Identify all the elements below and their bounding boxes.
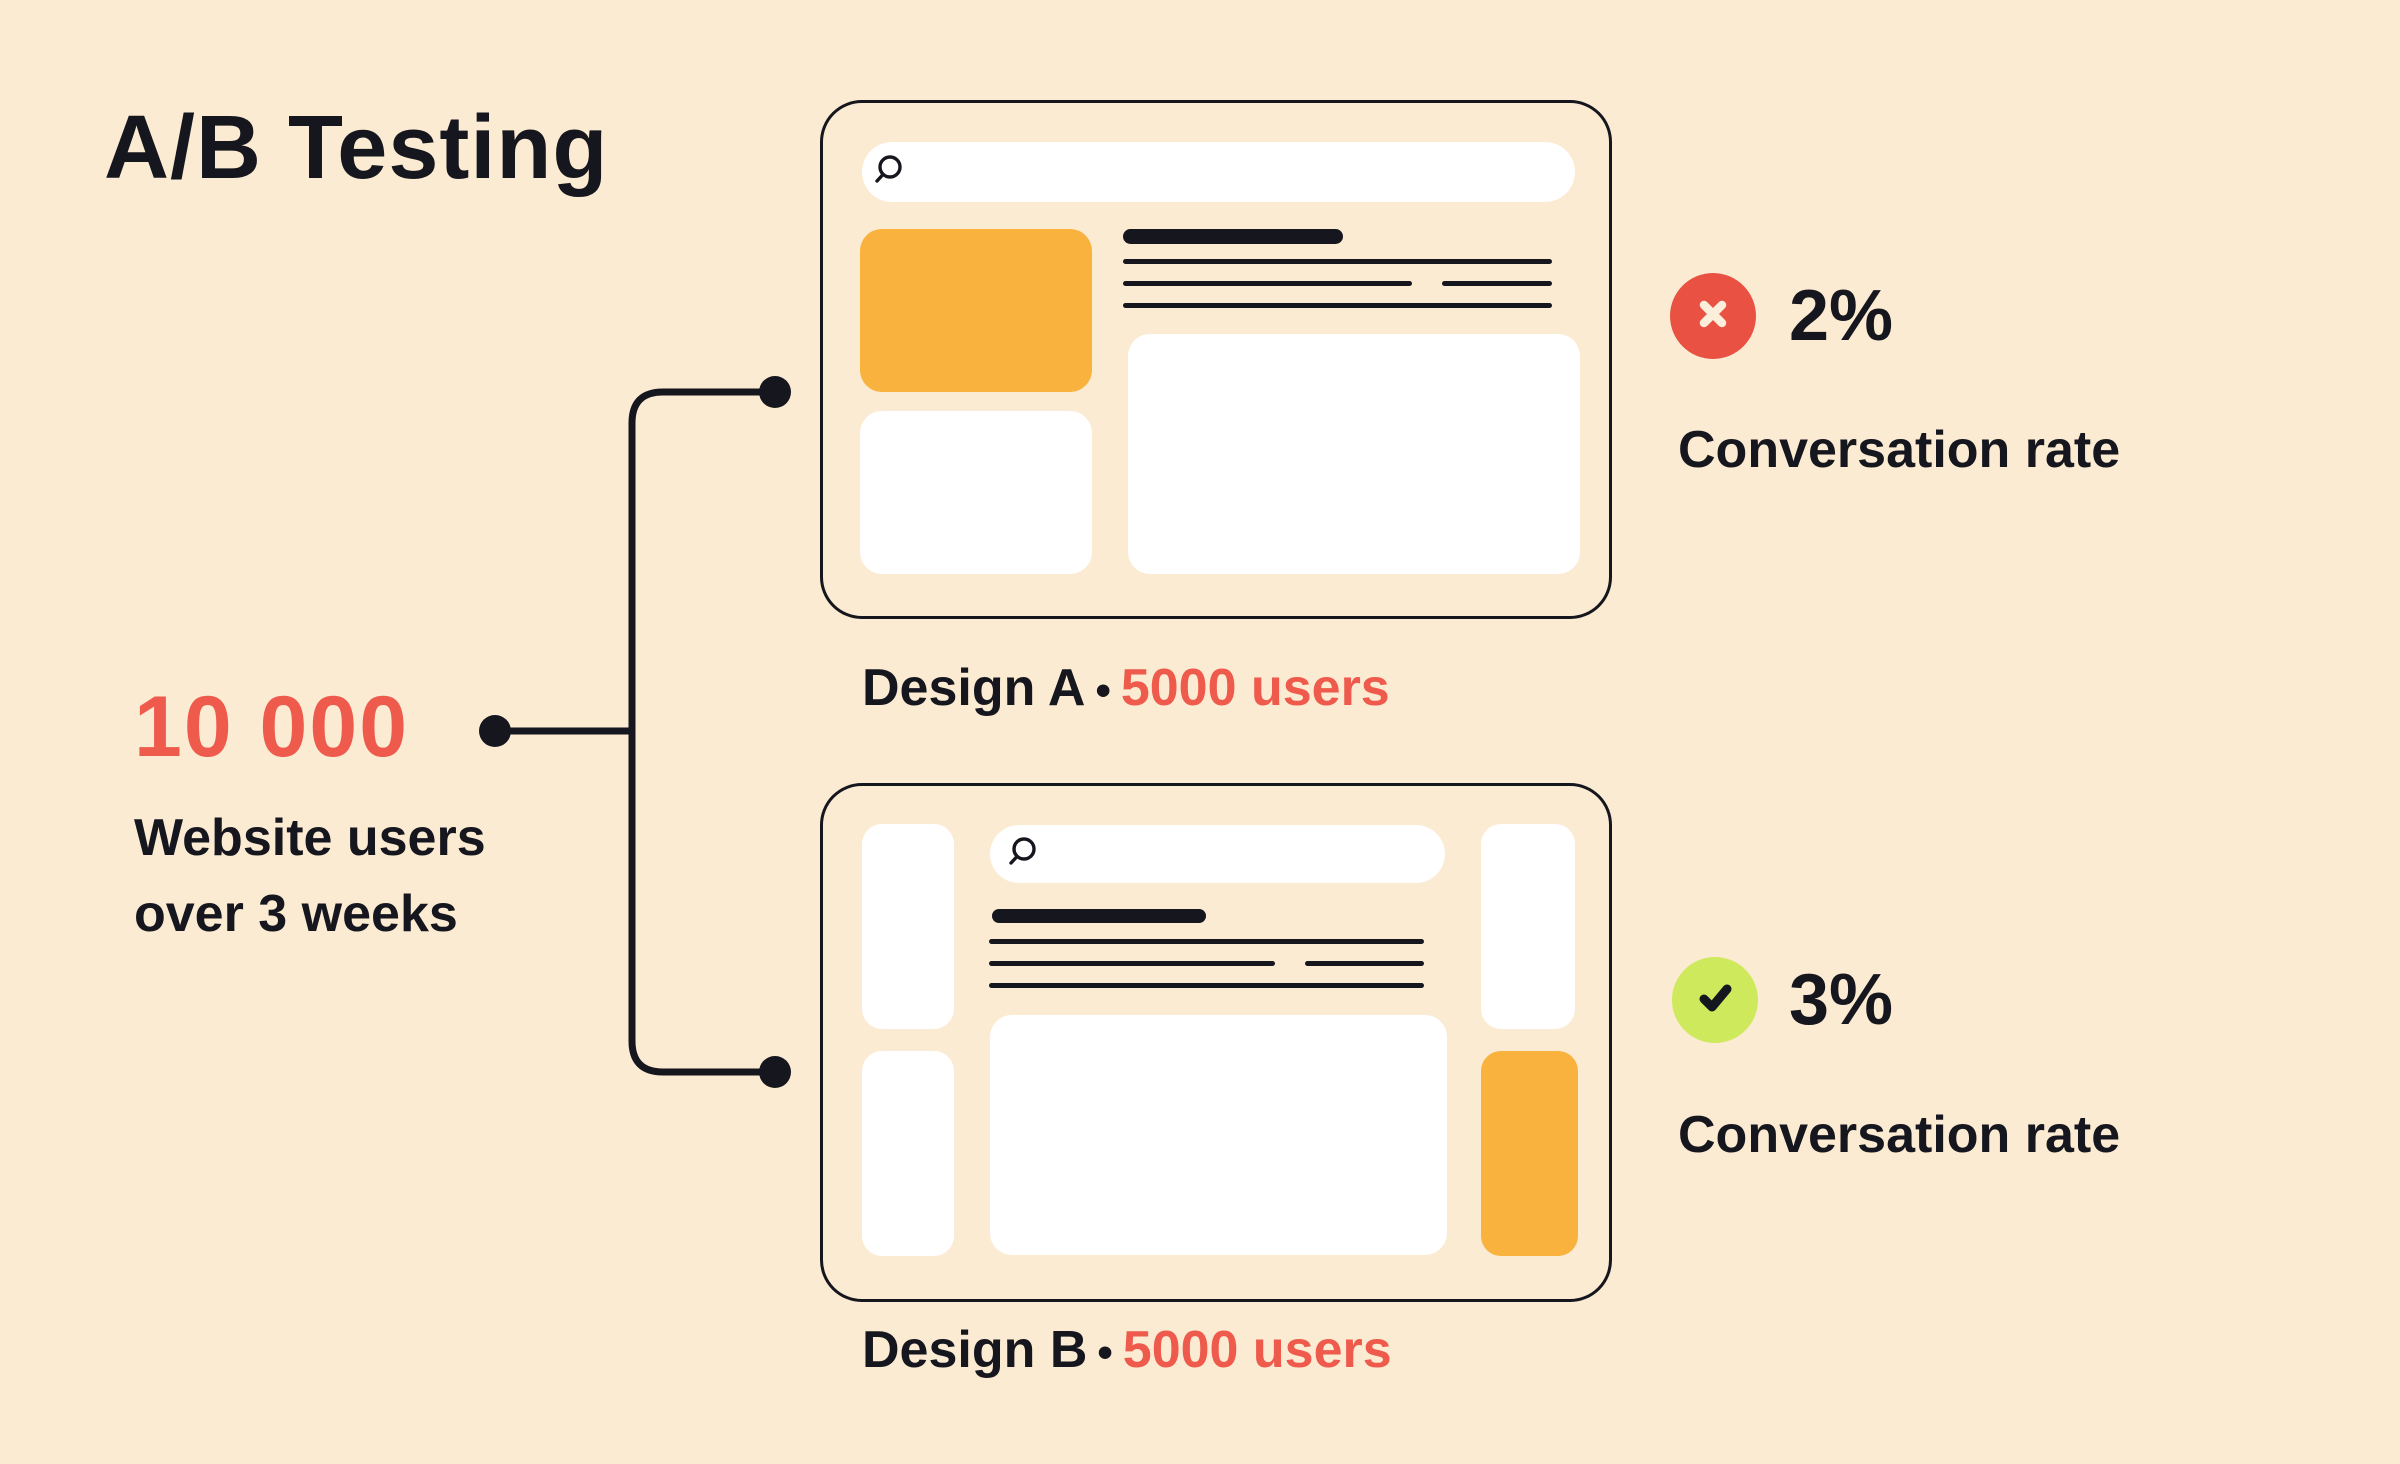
- design-a-conversion-label: Conversation rate: [1678, 421, 2121, 479]
- design-a-caption: Design A•5000 users: [862, 660, 1390, 719]
- search-icon: [1004, 836, 1040, 872]
- mockup-a-heading-bar: [1123, 229, 1343, 244]
- check-icon: [1693, 976, 1737, 1025]
- node-dot: [759, 1056, 791, 1088]
- design-b-mockup: [820, 783, 1612, 1302]
- mockup-b-image-block: [1481, 1051, 1578, 1256]
- x-icon: [1691, 292, 1735, 341]
- design-b-conversion-label: Conversation rate: [1678, 1106, 2121, 1164]
- design-b-conversion-value: 3%: [1789, 960, 1894, 1040]
- mockup-a-content-panel: [1128, 334, 1580, 574]
- mockup-a-text-line: [1442, 281, 1552, 286]
- mockup-b-search-bar: [990, 825, 1445, 883]
- mockup-a-text-line: [1123, 259, 1552, 264]
- pass-badge: [1672, 957, 1758, 1043]
- mockup-a-text-line: [1123, 281, 1412, 286]
- mockup-b-content-panel: [990, 1015, 1447, 1255]
- fail-badge: [1670, 273, 1756, 359]
- page-title: A/B Testing: [104, 98, 609, 198]
- design-b-users: 5000 users: [1122, 1321, 1392, 1379]
- design-a-mockup: [820, 100, 1612, 619]
- mockup-b-heading-bar: [992, 909, 1206, 923]
- node-dot: [479, 715, 511, 747]
- mockup-b-text-line: [989, 939, 1424, 944]
- description-line-1: Website users: [134, 809, 486, 867]
- mockup-a-search-bar: [862, 142, 1575, 202]
- mockup-b-right-panel: [1481, 824, 1575, 1029]
- design-a-conversion-value: 2%: [1789, 276, 1894, 356]
- mockup-b-left-panel: [862, 824, 954, 1029]
- design-a-name: Design A: [862, 659, 1086, 717]
- total-users-value: 10 000: [134, 679, 410, 775]
- caption-separator: •: [1097, 1328, 1113, 1377]
- total-users-description: Website users over 3 weeks: [134, 800, 486, 952]
- caption-separator: •: [1095, 666, 1111, 715]
- search-icon: [870, 154, 906, 190]
- mockup-a-image-block: [860, 229, 1092, 392]
- mockup-b-text-line: [989, 961, 1275, 966]
- design-b-name: Design B: [862, 1321, 1088, 1379]
- mockup-b-text-line: [1305, 961, 1424, 966]
- design-a-users: 5000 users: [1120, 659, 1390, 717]
- design-b-caption: Design B•5000 users: [862, 1322, 1392, 1381]
- mockup-a-text-line: [1123, 303, 1552, 308]
- description-line-2: over 3 weeks: [134, 885, 458, 943]
- node-dot: [759, 376, 791, 408]
- mockup-a-side-panel: [860, 411, 1092, 574]
- mockup-b-text-line: [989, 983, 1424, 988]
- mockup-b-left-panel: [862, 1051, 954, 1256]
